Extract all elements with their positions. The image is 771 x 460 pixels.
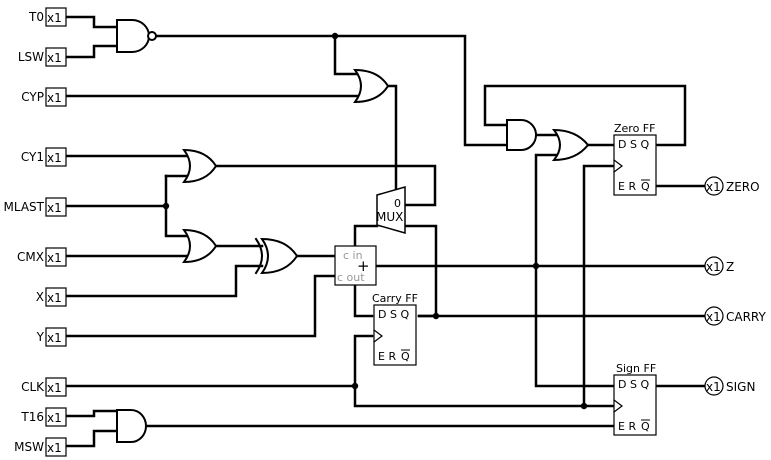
pin-label: x1	[706, 180, 721, 194]
pin-label: x1	[47, 291, 62, 305]
input-label: CLK	[21, 380, 45, 394]
nand-gate	[116, 19, 157, 53]
input-pin-msw: MSW x1	[14, 437, 67, 457]
input-pin-t16: T16 x1	[20, 407, 67, 427]
carry-ff-er-pins: E R	[378, 350, 396, 363]
pin-label: x1	[47, 381, 62, 395]
input-pin-cmx: CMX x1	[17, 247, 67, 267]
wires	[64, 15, 707, 448]
adder-cin-label: c in	[343, 249, 363, 262]
pin-label: x1	[47, 91, 62, 105]
pin-label: x1	[47, 251, 62, 265]
input-label: Y	[36, 330, 45, 344]
junction-dot	[162, 202, 170, 210]
zero-ff-qbar-pin: Q	[641, 180, 650, 193]
or-gate-cy1	[182, 148, 218, 184]
input-label: CY1	[21, 150, 44, 164]
junction-dot	[532, 262, 540, 270]
junction-dots	[162, 32, 588, 410]
and-gate-zero	[506, 119, 537, 151]
pin-label: x1	[47, 411, 62, 425]
input-pin-cyp: CYP x1	[21, 87, 67, 107]
output-label: Z	[726, 260, 734, 274]
output-pin-zero: x1 ZERO	[704, 176, 760, 196]
carry-ff-qbar-pin: Q	[401, 350, 410, 363]
junction-dot	[432, 312, 440, 320]
input-label: LSW	[18, 50, 44, 64]
zero-ff: Zero FF D S Q E R Q	[613, 122, 657, 196]
pin-label: x1	[706, 260, 721, 274]
sign-ff-er-pins: E R	[618, 420, 636, 433]
pin-label: x1	[706, 380, 721, 394]
mux: 0 1 MUX	[376, 186, 406, 234]
carry-ff-title: Carry FF	[372, 292, 418, 305]
junction-dot	[580, 402, 588, 410]
sign-ff-qbar-pin: Q	[641, 420, 650, 433]
mux-sel0-label: 0	[394, 197, 401, 210]
input-label: T0	[28, 10, 44, 24]
pin-label: x1	[47, 51, 62, 65]
pin-label: x1	[706, 310, 721, 324]
junction-dot	[331, 32, 339, 40]
input-label: MSW	[14, 440, 44, 454]
output-label: SIGN	[726, 380, 755, 394]
junction-dot	[351, 382, 359, 390]
input-pin-y: Y x1	[36, 327, 67, 347]
sign-ff: Sign FF D S Q E R Q	[613, 362, 657, 436]
output-pin-sign: x1 SIGN	[704, 376, 755, 396]
xor-gate	[254, 237, 299, 275]
pin-label: x1	[47, 441, 62, 455]
output-pin-carry: x1 CARRY	[704, 306, 766, 326]
invert-bubble-icon	[147, 31, 157, 41]
input-label: CMX	[17, 250, 44, 264]
zero-ff-top-pins: D S Q	[618, 138, 649, 151]
mux-label: MUX	[376, 210, 403, 224]
input-label: MLAST	[4, 200, 45, 214]
output-pins: x1 ZERO x1 Z x1 CARRY x1 SIGN	[704, 176, 766, 396]
input-pin-lsw: LSW x1	[18, 47, 67, 67]
input-pins: T0 x1 LSW x1 CYP x1 CY1 x1 MLAST x1 CMX …	[4, 7, 67, 457]
input-pin-clk: CLK x1	[21, 377, 67, 397]
pin-label: x1	[47, 151, 62, 165]
and-gate-sign-enable	[116, 409, 147, 443]
input-label: T16	[20, 410, 44, 424]
carry-ff: Carry FF D S Q E R Q	[372, 292, 418, 366]
pin-label: x1	[47, 11, 62, 25]
adder: c in + c out	[334, 245, 377, 286]
adder-plus-label: +	[357, 257, 370, 275]
adder-cout-label: c out	[337, 271, 365, 284]
input-pin-cy1: CY1 x1	[21, 147, 67, 167]
input-pin-mlast: MLAST x1	[4, 197, 67, 217]
input-label: CYP	[21, 90, 44, 104]
or-gate-cyp	[353, 68, 390, 104]
zero-ff-title: Zero FF	[614, 122, 655, 135]
output-pin-z: x1 Z	[704, 256, 734, 276]
carry-ff-top-pins: D S Q	[378, 308, 409, 321]
input-label: X	[36, 290, 44, 304]
sign-ff-title: Sign FF	[616, 362, 656, 375]
or-gate-cmx	[182, 228, 218, 264]
input-pin-t0: T0 x1	[28, 7, 67, 27]
input-pin-x: X x1	[36, 287, 67, 307]
zero-ff-er-pins: E R	[618, 180, 636, 193]
output-label: ZERO	[726, 180, 760, 194]
sign-ff-top-pins: D S Q	[618, 378, 649, 391]
or-gate-zero	[551, 128, 590, 162]
pin-label: x1	[47, 201, 62, 215]
pin-label: x1	[47, 331, 62, 345]
output-label: CARRY	[726, 310, 766, 324]
